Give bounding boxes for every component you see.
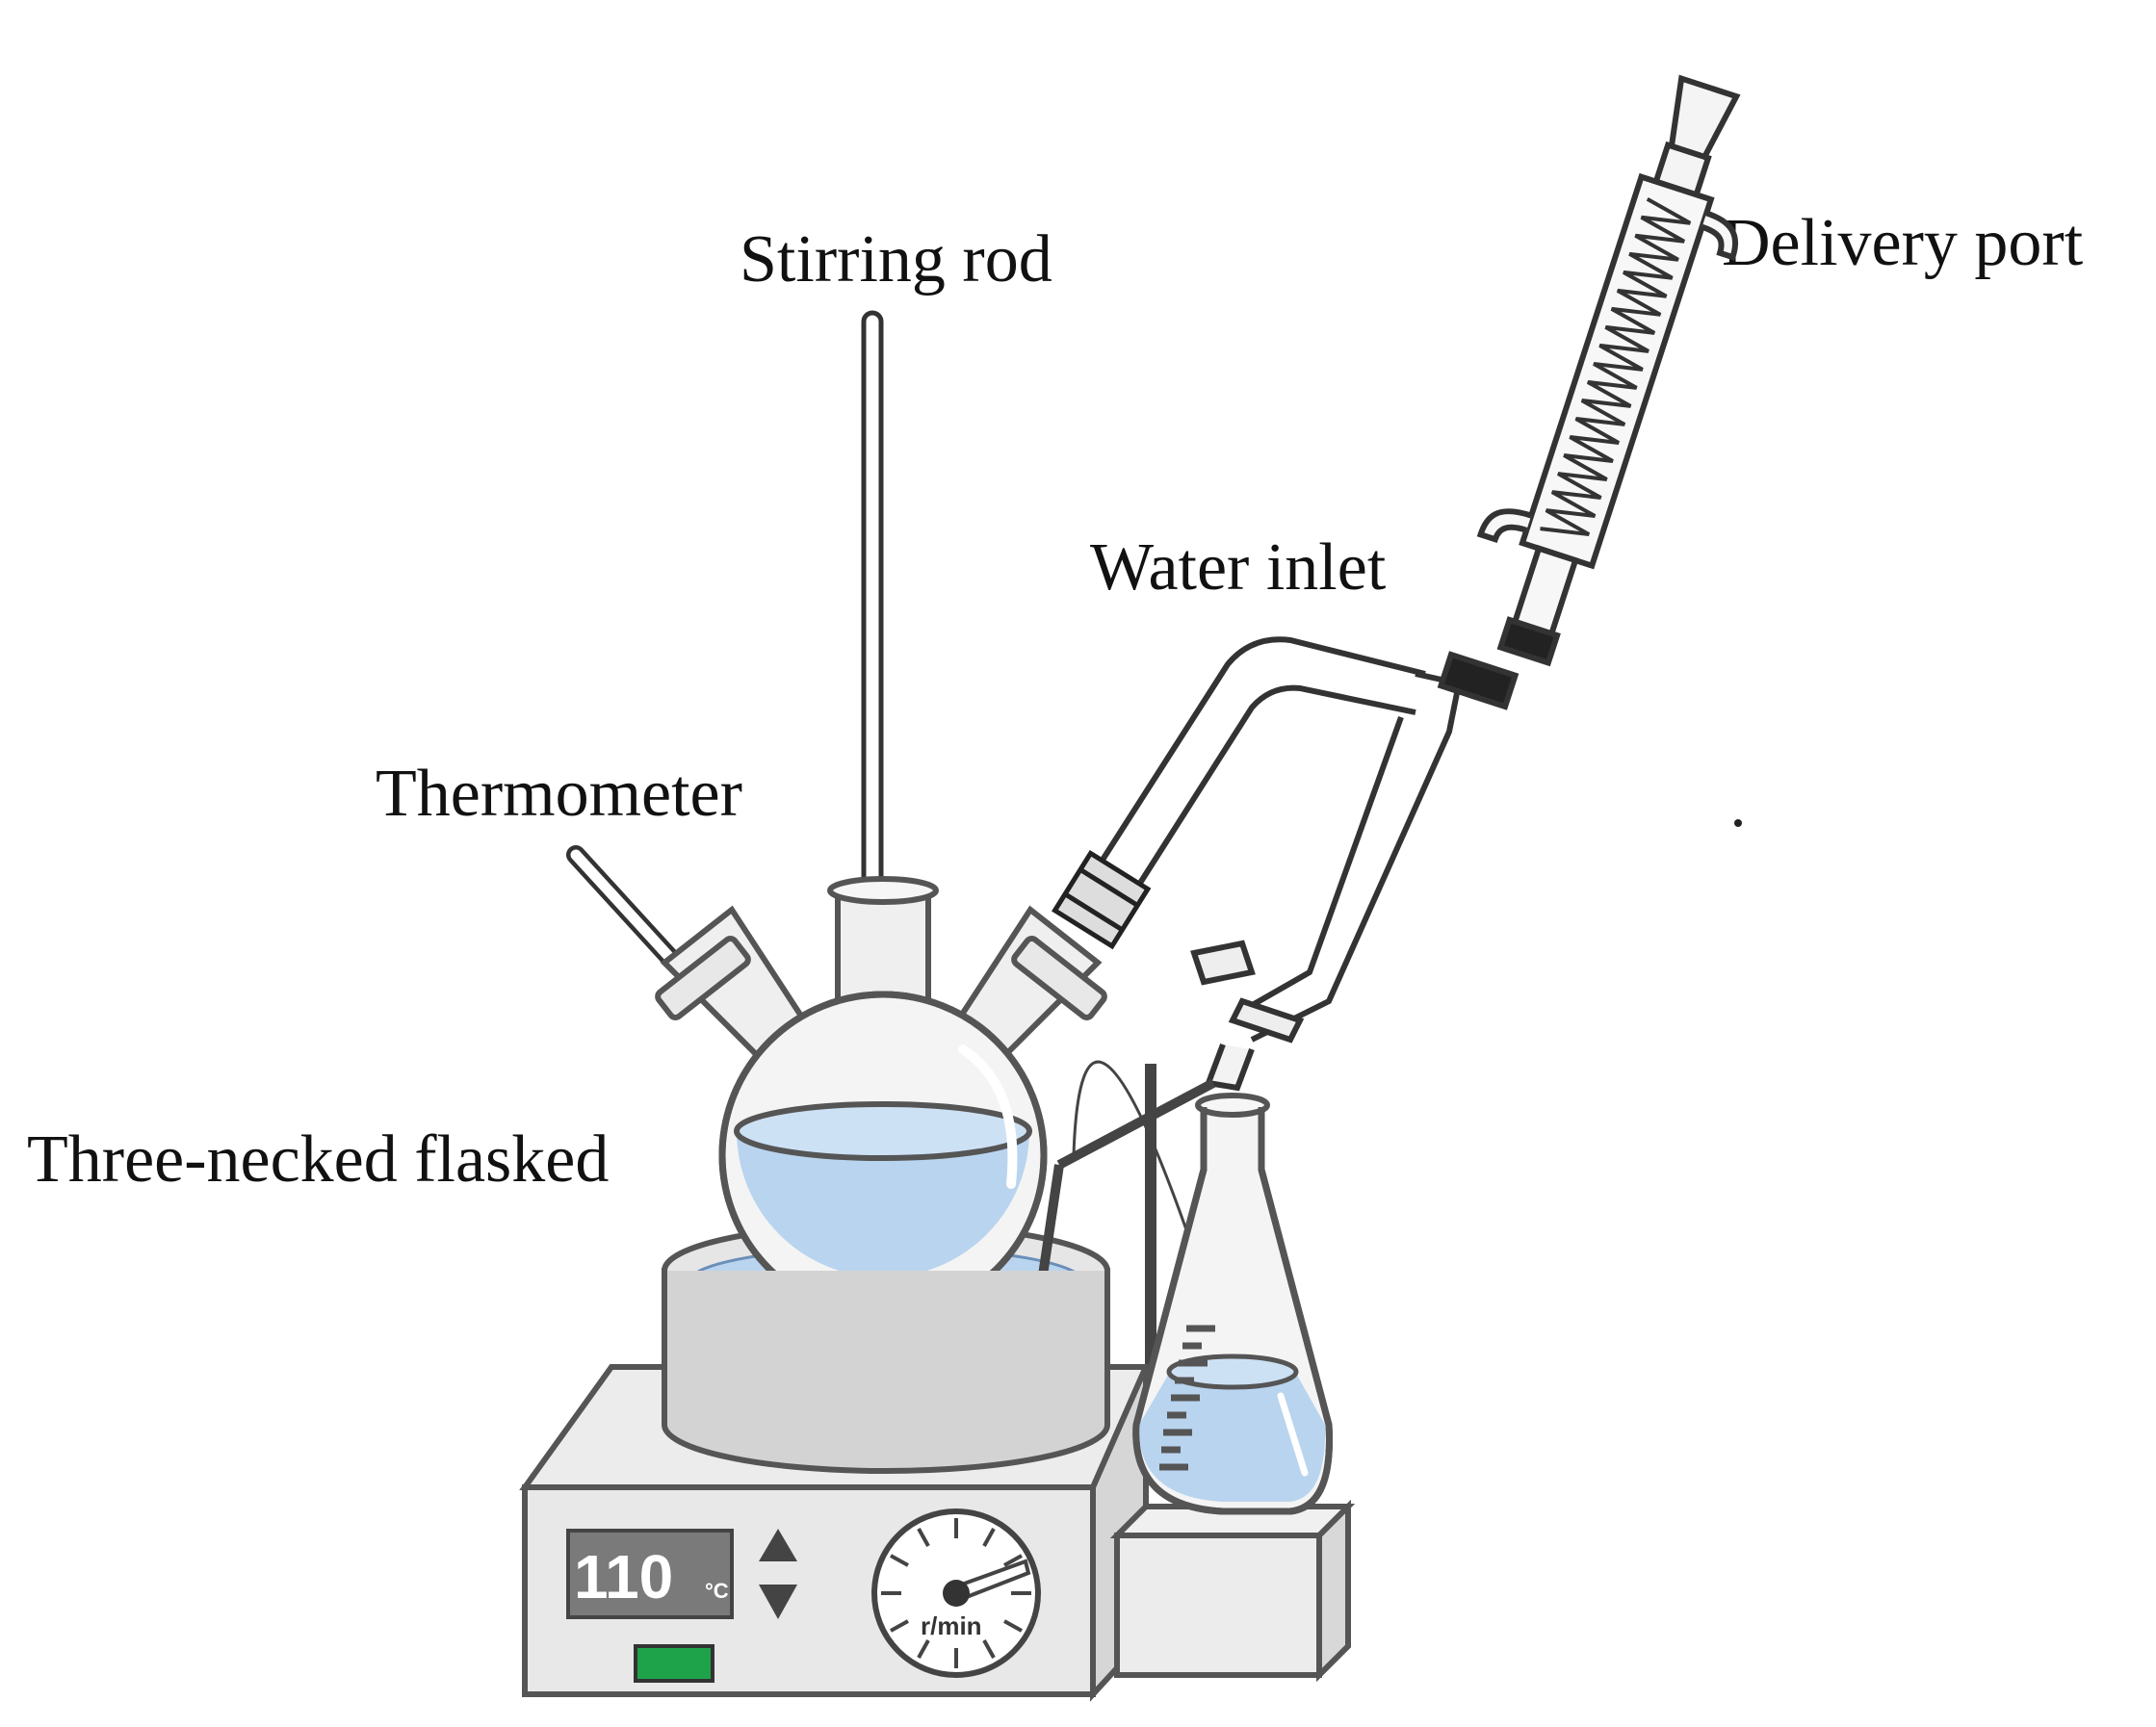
graduation-marks xyxy=(1159,1325,1215,1471)
support-block xyxy=(1109,1499,1356,1683)
increase-temp-button[interactable] xyxy=(759,1529,797,1561)
speed-unit: r/min xyxy=(921,1611,982,1640)
temperature-unit: °C xyxy=(705,1579,729,1603)
label-stirring-rod: Stirring rod xyxy=(740,222,1052,296)
label-thermometer: Thermometer xyxy=(376,757,742,831)
three-necked-flask xyxy=(655,876,1107,1320)
erlenmeyer-flask xyxy=(1132,1093,1333,1515)
label-three-necked-flask: Three-necked flasked xyxy=(27,1122,609,1197)
distillation-adapter xyxy=(1052,636,1520,1092)
clamp-stand xyxy=(1035,1060,1216,1367)
condenser-coil xyxy=(1540,197,1692,537)
erlenmeyer-liquid xyxy=(1138,1372,1326,1502)
stirring-rod xyxy=(861,310,884,893)
temperature-value: 110 xyxy=(574,1542,673,1611)
speed-dial[interactable]: r/min xyxy=(871,1508,1041,1678)
label-water-inlet: Water inlet xyxy=(1090,530,1387,605)
thermometer-probe xyxy=(566,845,688,977)
condenser xyxy=(1476,74,1741,667)
hotplate: 110 °C r/ xyxy=(519,1271,1151,1702)
label-delivery-port: Delivery port xyxy=(1722,206,2084,280)
decrease-temp-button[interactable] xyxy=(759,1585,797,1619)
flask-liquid xyxy=(737,1131,1029,1277)
stray-dot xyxy=(1734,819,1742,827)
temperature-display xyxy=(566,1529,734,1619)
power-indicator-led xyxy=(634,1644,714,1683)
